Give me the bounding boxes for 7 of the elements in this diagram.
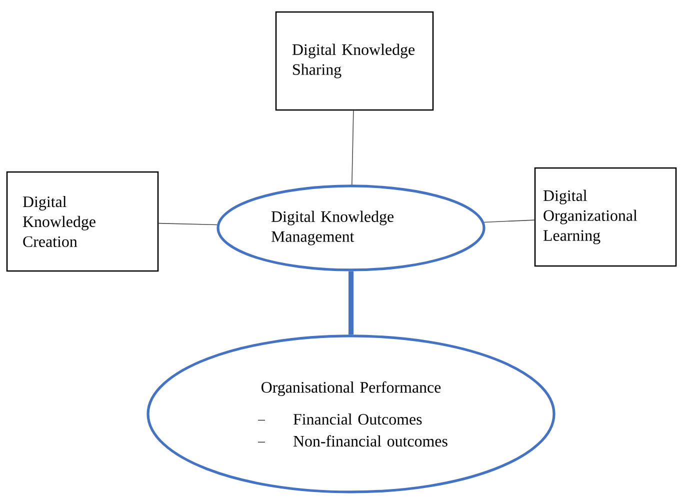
connector-line: [348, 271, 354, 335]
connector-line: [352, 110, 354, 186]
concept-box: Digital Organizational Learning: [534, 167, 677, 267]
connector-line: [484, 220, 535, 223]
concept-box: Digital Knowledge Sharing: [275, 11, 434, 111]
connector-line: [158, 222, 218, 226]
concept-box: Digital Knowledge Creation: [6, 171, 159, 272]
